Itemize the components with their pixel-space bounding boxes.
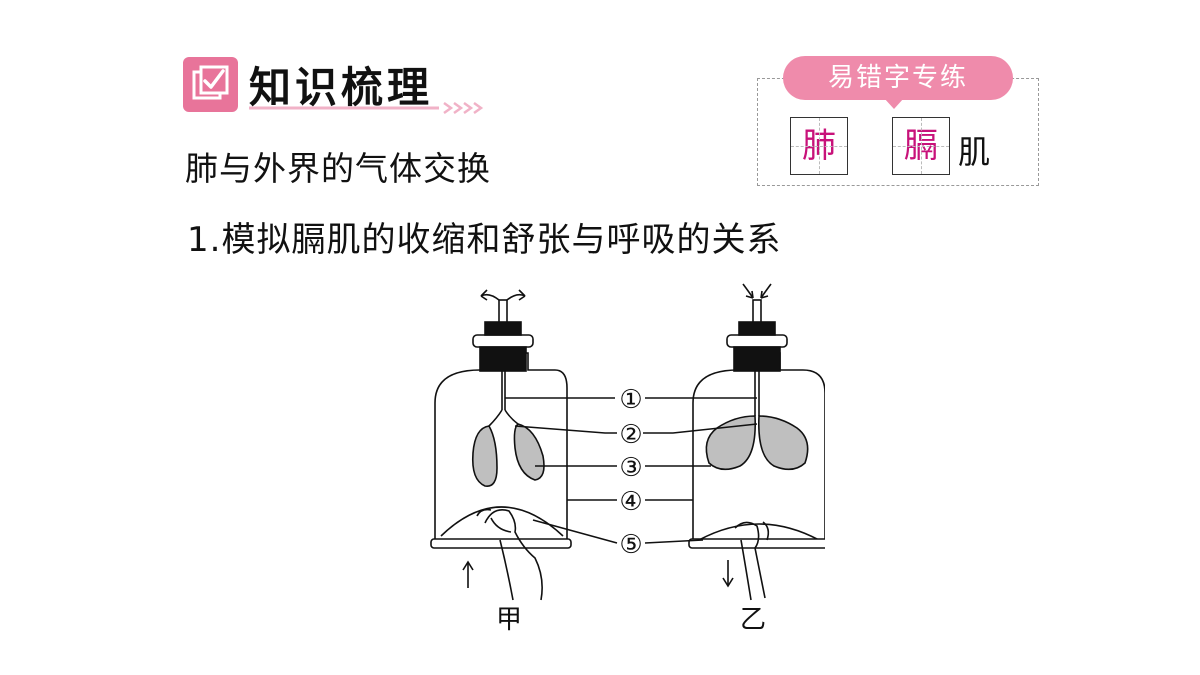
section-header: 知识梳理 [183, 52, 493, 118]
jar-right [688, 283, 825, 601]
decorative-arrows [249, 102, 484, 114]
label-1: ① [619, 385, 642, 415]
label-2: ② [619, 420, 642, 450]
bell-jar-diagram: ① ② ③ ④ ⑤ 甲 乙 [430, 283, 825, 635]
label-5: ⑤ [619, 530, 642, 560]
practice-label: 易错字专练 [783, 56, 1013, 100]
caption-right: 乙 [740, 605, 766, 635]
jar-left [430, 289, 572, 601]
caption-left: 甲 [496, 605, 522, 635]
practice-char-tail: 肌 [958, 133, 991, 171]
practice-char-2: 膈 [892, 117, 950, 175]
label-4: ④ [619, 487, 642, 517]
checkbox-icon [183, 57, 238, 112]
jar-captions: 甲 乙 [496, 605, 766, 635]
practice-char-1: 肺 [790, 117, 848, 175]
header-title: 知识梳理 [249, 63, 434, 112]
label-3: ③ [619, 453, 642, 483]
item-title: 1.模拟膈肌的收缩和舒张与呼吸的关系 [187, 220, 782, 260]
section-title: 肺与外界的气体交换 [185, 149, 491, 188]
leader-lines [505, 397, 758, 544]
part-labels: ① ② ③ ④ ⑤ [619, 385, 642, 560]
pill-pointer [884, 98, 904, 109]
